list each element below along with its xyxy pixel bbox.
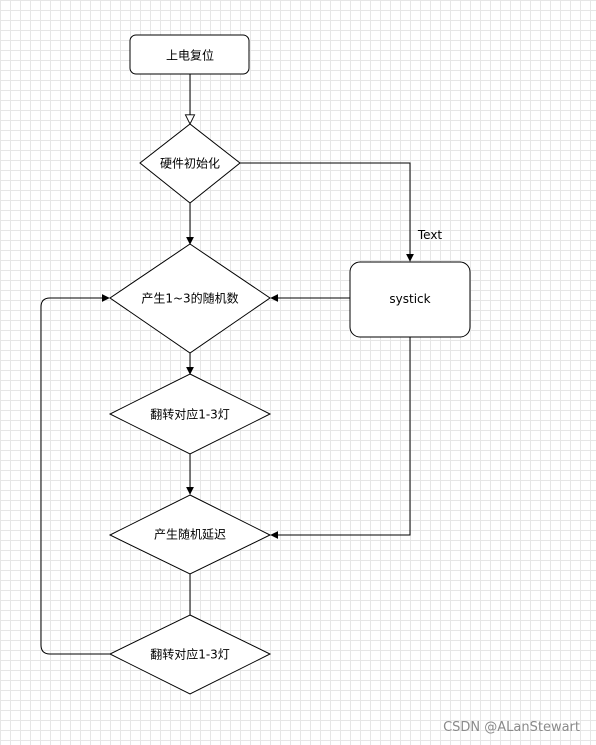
label-systick: systick bbox=[389, 292, 431, 306]
edge-loop-back bbox=[40, 294, 110, 655]
node-toggle-led-1 bbox=[108, 373, 272, 455]
label-power-reset: 上电复位 bbox=[165, 48, 215, 63]
node-gen-random bbox=[109, 243, 271, 354]
edge-label-text: Text bbox=[417, 228, 443, 242]
label-hw-init: 硬件初始化 bbox=[159, 156, 221, 171]
edge-init-to-systick bbox=[240, 162, 414, 262]
label-gen-random: 产生1~3的随机数 bbox=[141, 291, 239, 306]
node-random-delay bbox=[108, 494, 272, 575]
watermark: CSDN @ALanStewart bbox=[443, 720, 580, 735]
label-random-delay: 产生随机延迟 bbox=[153, 527, 227, 542]
label-toggle-led-2: 翻转对应1-3灯 bbox=[150, 647, 230, 662]
node-hw-init bbox=[139, 123, 241, 204]
label-toggle-led-1: 翻转对应1-3灯 bbox=[150, 407, 230, 422]
node-toggle-led-2 bbox=[108, 614, 272, 695]
edge-systick-to-delay bbox=[270, 337, 411, 539]
node-systick bbox=[349, 261, 471, 338]
node-power-reset bbox=[129, 34, 250, 75]
